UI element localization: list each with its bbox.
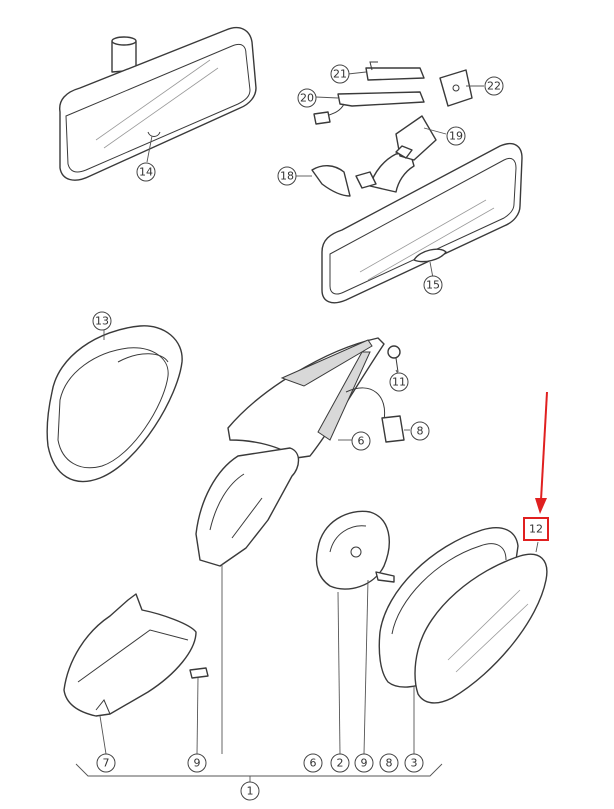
- callout-6-lower: 6: [303, 753, 323, 773]
- leader-lines: [75, 71, 539, 782]
- highlight-arrow: [540, 391, 548, 501]
- callout-8-lower: 8: [379, 753, 399, 773]
- svg-text:12: 12: [529, 523, 543, 536]
- part-9-screw: [189, 667, 209, 679]
- part-11-screw: [387, 345, 401, 373]
- svg-text:3: 3: [411, 757, 418, 770]
- svg-text:14: 14: [139, 166, 153, 179]
- svg-text:13: 13: [95, 315, 109, 328]
- callout-9-left: 9: [187, 753, 207, 773]
- callout-8-upper: 8: [410, 421, 430, 441]
- callout-21: 21: [330, 64, 350, 84]
- svg-text:7: 7: [103, 757, 110, 770]
- callout-19: 19: [446, 126, 466, 146]
- svg-text:6: 6: [310, 757, 317, 770]
- part-6-mirror-base: [227, 337, 386, 459]
- svg-text:19: 19: [449, 130, 463, 143]
- part-14-rear-view-mirror: [59, 26, 257, 181]
- part-8-connector: [381, 415, 405, 443]
- highlight-arrow-head: [535, 498, 547, 514]
- callout-22: 22: [484, 76, 504, 96]
- callout-15: 15: [423, 275, 443, 295]
- callout-7: 7: [96, 753, 116, 773]
- callout-3: 3: [404, 753, 424, 773]
- part-7-lower-housing: [63, 593, 197, 717]
- svg-text:18: 18: [280, 170, 294, 183]
- callout-2: 2: [330, 753, 350, 773]
- callouts: 14 21 20 22 19 18 15 13 11 8 6 12 7 9 6 …: [92, 64, 543, 801]
- callout-20: 20: [297, 88, 317, 108]
- svg-text:1: 1: [247, 785, 254, 798]
- mirror-bracket-frame: [195, 447, 300, 567]
- svg-text:20: 20: [300, 92, 314, 105]
- part-15-rear-view-mirror: [321, 115, 523, 304]
- svg-text:9: 9: [361, 757, 368, 770]
- callout-11: 11: [389, 372, 409, 392]
- svg-text:11: 11: [392, 376, 406, 389]
- svg-text:22: 22: [487, 80, 501, 93]
- callout-6-upper: 6: [351, 431, 371, 451]
- svg-text:9: 9: [194, 757, 201, 770]
- part-22-bracket: [439, 69, 473, 107]
- callout-18: 18: [277, 166, 297, 186]
- callout-9-right: 9: [354, 753, 374, 773]
- callout-14: 14: [136, 162, 156, 182]
- part-12-mirror-glass: [414, 553, 548, 704]
- svg-text:8: 8: [386, 757, 393, 770]
- part-18-cover: [311, 165, 351, 197]
- part-13-mirror-cap: [46, 325, 183, 483]
- callout-13: 13: [92, 311, 112, 331]
- part-2-adjustment-motor: [315, 510, 395, 590]
- svg-text:15: 15: [426, 279, 440, 292]
- svg-text:8: 8: [417, 425, 424, 438]
- part-20-wiring-cover: [313, 91, 425, 125]
- callout-12: 12: [529, 523, 543, 536]
- svg-text:21: 21: [333, 68, 347, 81]
- part-21-clip: [365, 61, 425, 81]
- svg-text:6: 6: [358, 435, 365, 448]
- callout-1: 1: [240, 781, 260, 801]
- svg-text:2: 2: [337, 757, 344, 770]
- highlight-annotation: [523, 391, 549, 541]
- highlight-box: [523, 517, 549, 541]
